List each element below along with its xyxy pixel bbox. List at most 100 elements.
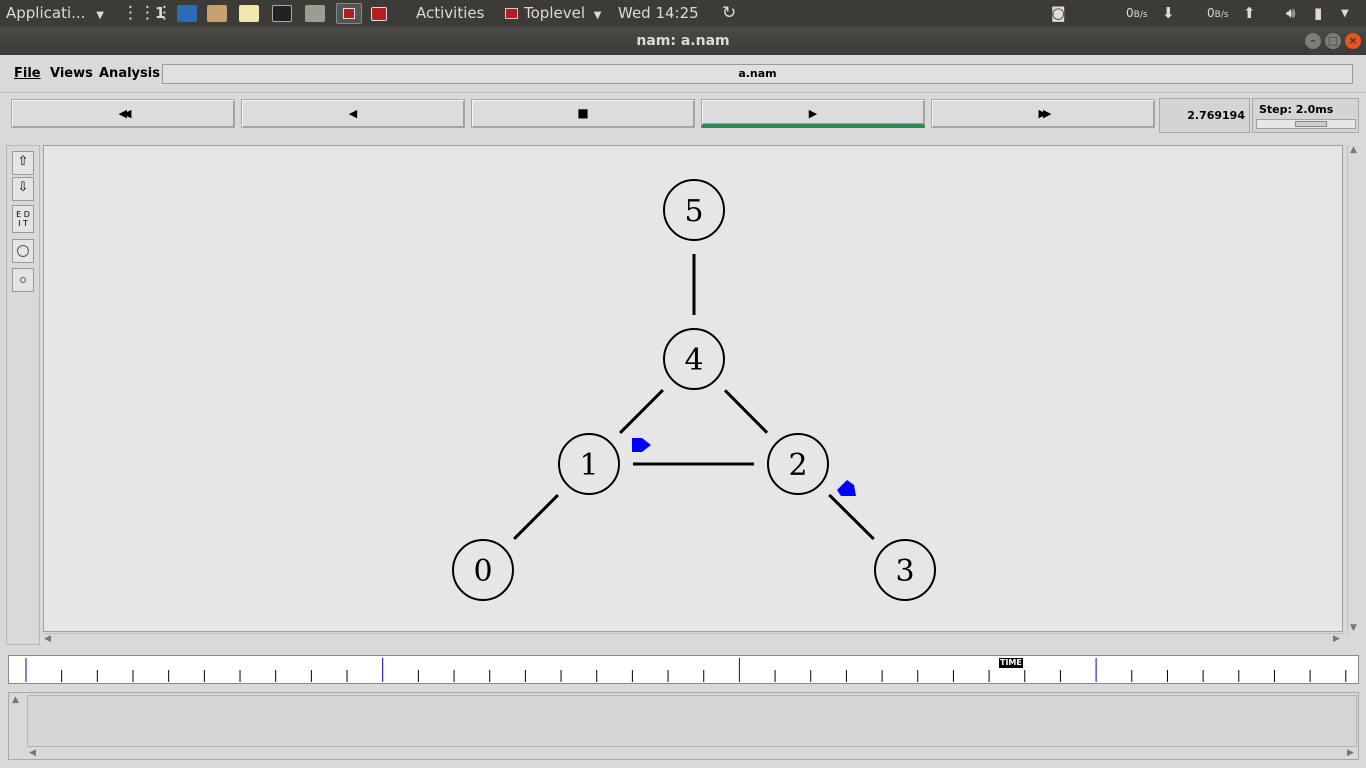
toplevel-icon <box>505 8 518 19</box>
menu-views-label: Views <box>50 66 93 81</box>
volume-icon[interactable]: 🔊︎ <box>1286 4 1296 22</box>
edit-label-2: I T <box>18 219 28 228</box>
horizontal-scrollbar[interactable]: ◀ ▶ <box>43 633 1345 645</box>
net-down-readout: 0B/s <box>1126 0 1148 27</box>
chevron-down-icon: ▼ <box>96 10 104 21</box>
activities-button[interactable]: Activities <box>416 4 485 22</box>
timeline-ticks <box>25 658 1347 682</box>
node-1[interactable] <box>558 433 620 495</box>
packets-layer <box>632 438 856 496</box>
scroll-up-icon[interactable]: ▲ <box>1350 145 1357 155</box>
app-grid-icon[interactable]: ⋮⋮⋮ <box>122 3 173 23</box>
chevron-down-icon[interactable]: ▼ <box>1341 8 1349 19</box>
window-title-bar: nam: a.nam – □ × <box>0 27 1366 55</box>
node-label-2: 2 <box>788 448 807 483</box>
active-app-label: Toplevel <box>524 4 585 22</box>
clock[interactable]: Wed 14:25 <box>618 4 699 22</box>
arrow-up-icon: ⬆ <box>1243 4 1256 22</box>
vertical-scrollbar[interactable]: ▲ ▼ <box>1347 145 1361 635</box>
fast-forward-button[interactable]: ▶▶ <box>931 99 1155 128</box>
files-icon[interactable] <box>207 5 227 22</box>
step-back-button[interactable]: ◀ <box>241 99 465 128</box>
editor-icon[interactable] <box>239 5 259 22</box>
menu-views[interactable]: Views <box>50 66 93 81</box>
node-label-5: 5 <box>684 194 703 229</box>
time-marker[interactable]: TIME <box>999 658 1023 668</box>
packet-2-3 <box>837 480 856 496</box>
net-up-readout: 0B/s <box>1207 0 1229 27</box>
stop-icon: ■ <box>577 106 589 120</box>
node-4[interactable] <box>663 328 725 390</box>
screen-icon[interactable] <box>177 5 197 22</box>
tool-panel: ⇧ ⇩ E D I T <box>6 145 40 645</box>
node-2[interactable] <box>767 433 829 495</box>
scroll-right-icon[interactable]: ▶ <box>1333 634 1340 644</box>
node-label-3: 3 <box>895 554 914 589</box>
zoom-out-icon[interactable]: ⇩ <box>12 177 34 201</box>
network-graph: 0 1 2 3 4 5 <box>452 179 936 601</box>
scroll-left-icon[interactable]: ◀ <box>29 748 36 758</box>
play-button[interactable]: ▶ <box>701 99 925 128</box>
net-up-unit: B/s <box>1214 10 1229 20</box>
circle-icon <box>17 245 29 257</box>
edit-tool-button[interactable]: E D I T <box>12 205 34 233</box>
workspace-number[interactable]: 1 <box>155 4 166 22</box>
small-circle-icon <box>20 277 26 283</box>
link-2-3[interactable] <box>828 493 875 541</box>
menu-analysis-label: Analysis <box>99 66 160 81</box>
fast-forward-icon: ▶▶ <box>1038 107 1052 120</box>
terminal-icon[interactable] <box>272 5 292 22</box>
play-icon: ▶ <box>808 107 818 120</box>
net-up-value: 0 <box>1207 6 1215 20</box>
node-label-4: 4 <box>684 343 703 378</box>
net-down-unit: B/s <box>1133 10 1148 20</box>
scroll-up-icon[interactable]: ▲ <box>12 695 19 705</box>
active-app-menu[interactable]: Toplevel ▼ <box>505 0 601 27</box>
menu-file-label: File <box>14 66 41 81</box>
nodes-layer: 0 1 2 3 4 5 <box>452 179 936 601</box>
small-circle-tool[interactable] <box>12 268 34 292</box>
refresh-icon[interactable]: ↻ <box>722 3 737 23</box>
scroll-right-icon[interactable]: ▶ <box>1347 748 1354 758</box>
step-control: Step: 2.0ms <box>1252 98 1359 133</box>
link-4-2[interactable] <box>723 389 769 434</box>
packet-1-2 <box>632 438 651 452</box>
applications-menu[interactable]: Applicati... ▼ <box>6 0 104 27</box>
node-label-0: 0 <box>473 554 492 589</box>
scroll-left-icon[interactable]: ◀ <box>44 634 51 644</box>
node-5[interactable] <box>663 179 725 241</box>
close-button[interactable]: × <box>1345 33 1361 49</box>
minimize-button[interactable]: – <box>1305 33 1321 49</box>
net-down-value: 0 <box>1126 6 1134 20</box>
battery-icon[interactable]: ▮ <box>1314 4 1323 22</box>
image-viewer-icon[interactable] <box>305 5 325 22</box>
step-slider[interactable] <box>1256 119 1356 129</box>
link-4-1[interactable] <box>619 389 664 434</box>
menu-analysis[interactable]: Analysis <box>99 66 160 81</box>
menu-file[interactable]: File <box>14 66 41 81</box>
rewind-button[interactable]: ◀◀ <box>11 99 235 128</box>
node-0[interactable] <box>452 539 514 601</box>
network-canvas[interactable]: 0 1 2 3 4 5 <box>43 145 1343 632</box>
step-slider-thumb[interactable] <box>1295 121 1327 127</box>
link-1-0[interactable] <box>513 494 559 540</box>
applications-menu-label: Applicati... <box>6 4 86 22</box>
chevron-down-icon: ▼ <box>593 10 602 21</box>
rewind-icon: ◀◀ <box>118 107 132 120</box>
maximize-button[interactable]: □ <box>1325 33 1341 49</box>
links-layer <box>513 254 875 541</box>
nam-window-icon[interactable] <box>336 3 362 24</box>
node-label-1: 1 <box>579 448 598 483</box>
annotation-list[interactable] <box>27 695 1357 747</box>
zoom-in-icon[interactable]: ⇧ <box>12 151 34 175</box>
nam-window-icon-2[interactable] <box>371 7 387 21</box>
scroll-down-icon[interactable]: ▼ <box>1350 623 1357 633</box>
stop-button[interactable]: ■ <box>471 99 695 128</box>
large-circle-tool[interactable] <box>12 239 34 263</box>
back-icon: ◀ <box>348 107 358 120</box>
arrow-down-icon: ⬇ <box>1162 4 1175 22</box>
timeline-slider[interactable]: TIME <box>8 655 1359 684</box>
menu-bar: File Views Analysis a.nam <box>0 55 1366 93</box>
node-3[interactable] <box>874 539 936 601</box>
camera-icon[interactable]: ◙ <box>1051 4 1066 22</box>
